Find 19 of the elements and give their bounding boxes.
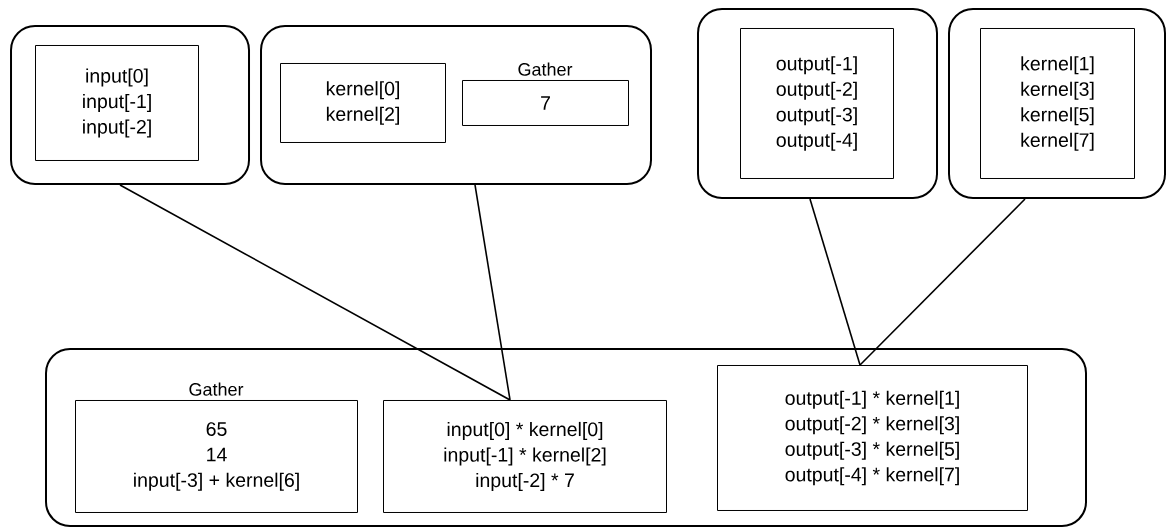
text-box: input[0] input[-1] input[-2] xyxy=(35,45,199,161)
box-heading: Gather xyxy=(518,62,573,76)
text-box: kernel[1] kernel[3] kernel[5] kernel[7] xyxy=(980,28,1135,179)
text-box: kernel[0] kernel[2] xyxy=(280,63,446,143)
text-box: 65 14 input[-3] + kernel[6] xyxy=(75,400,358,513)
connector-line xyxy=(119,184,511,401)
text-box: input[0] * kernel[0] input[-1] * kernel[2] input[-2] * 7 xyxy=(383,400,667,513)
connector-line xyxy=(859,198,1026,366)
rounded-panel xyxy=(10,25,250,185)
text-box: 7 xyxy=(462,80,629,126)
rounded-panel xyxy=(45,348,1087,527)
connector-line xyxy=(809,198,861,366)
text-box: output[-1] * kernel[1] output[-2] * kernel[3] output[-3] * kernel[5] output[-4] * kernel[7] xyxy=(717,365,1028,511)
rounded-panel xyxy=(948,8,1166,199)
rounded-panel xyxy=(260,25,652,185)
text-box: output[-1] output[-2] output[-3] output[-4] xyxy=(740,28,894,179)
box-heading: Gather xyxy=(189,382,244,396)
connector-line xyxy=(474,184,511,401)
rounded-panel xyxy=(697,8,938,199)
